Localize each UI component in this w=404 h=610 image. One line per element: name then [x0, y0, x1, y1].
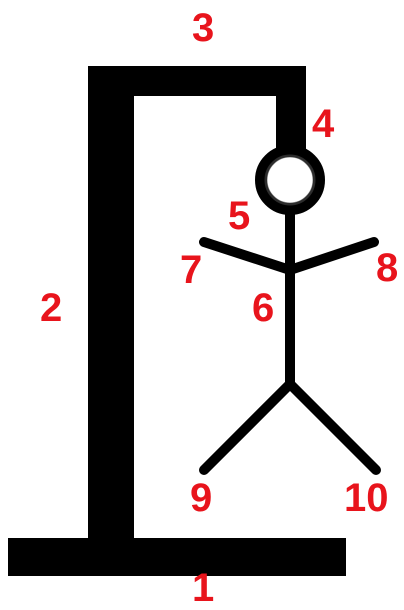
label-body: 6	[252, 288, 274, 328]
label-left-arm: 7	[180, 250, 202, 290]
label-beam: 3	[192, 8, 214, 48]
label-base: 1	[192, 568, 214, 608]
label-right-leg: 10	[344, 478, 389, 518]
label-head: 5	[228, 196, 250, 236]
label-left-leg: 9	[190, 478, 212, 518]
figure-right-leg	[290, 384, 376, 470]
gallows-beam	[88, 66, 306, 96]
label-right-arm: 8	[376, 248, 398, 288]
gallows-base	[8, 538, 346, 576]
figure-right-arm	[290, 242, 374, 270]
gallows-post	[88, 66, 134, 542]
figure-head	[261, 151, 319, 209]
gallows-rope	[276, 66, 306, 154]
label-rope: 4	[312, 104, 334, 144]
figure-left-leg	[204, 384, 290, 470]
figure-left-arm	[204, 242, 290, 270]
label-post: 2	[40, 288, 62, 328]
